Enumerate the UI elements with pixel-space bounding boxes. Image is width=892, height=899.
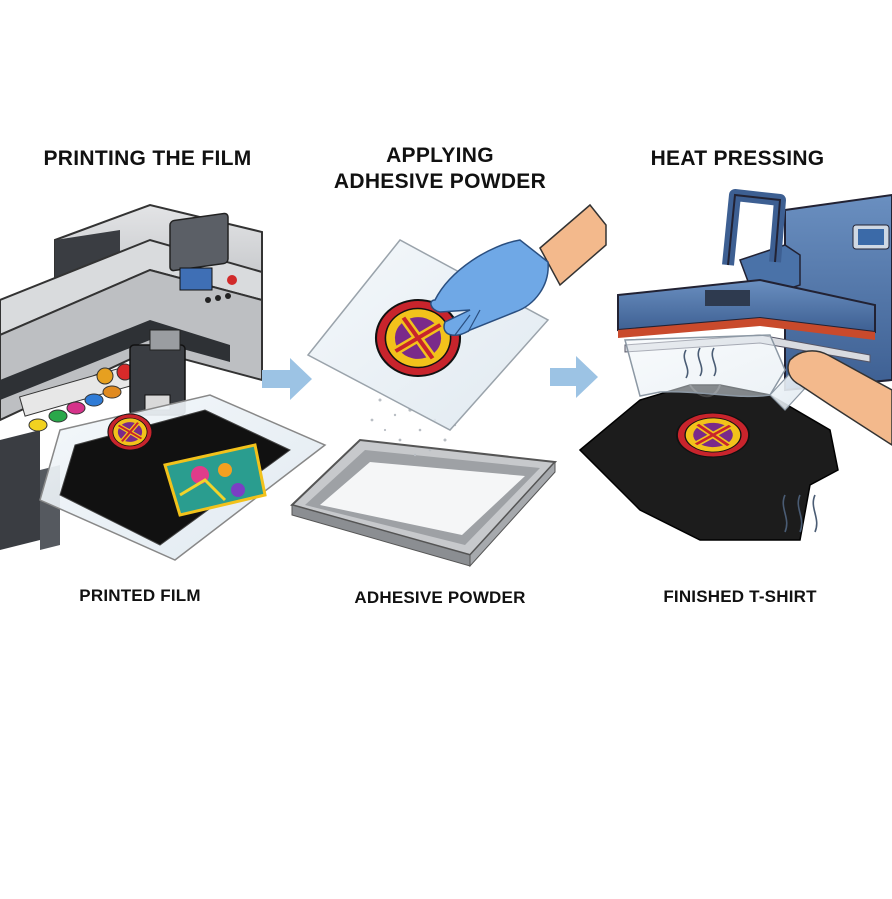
step1-title: PRINTING THE FILM: [43, 147, 252, 170]
steam-icon: [683, 347, 818, 533]
step2-title-line2: ADHESIVE POWDER: [333, 170, 547, 193]
glove-hand-icon: [430, 203, 607, 337]
arrow-right-icon-2: [550, 356, 598, 398]
step2-caption: ADHESIVE POWDER: [354, 588, 526, 607]
heat-press-icon: [617, 189, 892, 392]
step3-caption: FINISHED T-SHIRT: [663, 587, 817, 606]
step3-title: HEAT PRESSING: [650, 147, 825, 170]
film-sheet-powder: [306, 239, 550, 431]
powder-tray-icon: [290, 398, 558, 568]
step2-title: APPLYING ADHESIVE POWDER: [310, 143, 570, 195]
arrow-right-icon-1: [262, 358, 312, 400]
tshirt-icon: [578, 384, 839, 541]
step2-title-line1: APPLYING: [386, 144, 494, 167]
step1-caption: PRINTED FILM: [79, 586, 201, 605]
hand-icon: [787, 350, 892, 446]
